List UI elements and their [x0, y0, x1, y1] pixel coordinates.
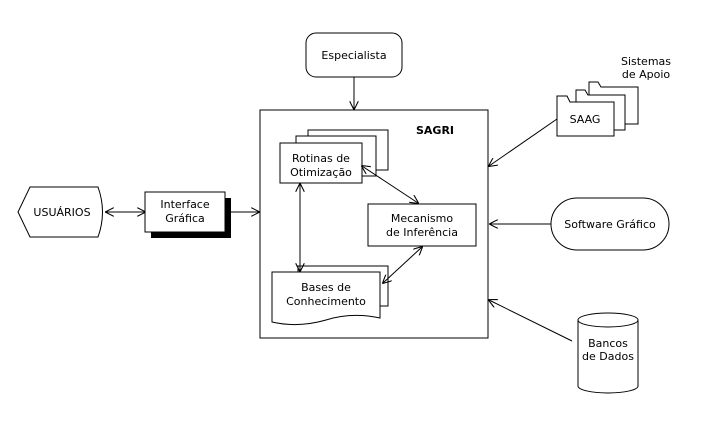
edge-bases-mecanismo [383, 247, 422, 283]
saag-stack: SAAG [556, 81, 639, 137]
interface-line2: Gráfica [165, 212, 205, 225]
bases-line1: Bases de [301, 281, 351, 294]
mecanismo-node: Mecanismo de Inferência [367, 203, 477, 247]
especialista-label: Especialista [321, 49, 386, 62]
edge-rotinas-mecanismo [362, 166, 418, 203]
saag-label: SAAG [570, 113, 601, 126]
software-grafico-label: Software Gráfico [564, 218, 656, 231]
sistemas-apoio-line2: de Apoio [622, 68, 671, 81]
rotinas-node: Rotinas de Otimização [279, 129, 389, 184]
mecanismo-line1: Mecanismo [391, 212, 454, 225]
edge-saag-sagri [489, 118, 558, 166]
bancos-line2: de Dados [582, 350, 634, 363]
sagri-label: SAGRI [416, 124, 454, 137]
bancos-de-dados-node: Bancos de Dados [577, 312, 639, 394]
usuarios-node: USUÁRIOS [17, 186, 103, 238]
bases-line2: Conhecimento [286, 295, 366, 308]
mecanismo-line2: de Inferência [386, 226, 458, 239]
software-grafico-node: Software Gráfico [550, 197, 670, 251]
interface-grafica-node: Interface Gráfica [144, 191, 231, 238]
bancos-line1: Bancos [588, 337, 628, 350]
sistemas-apoio-line1: Sistemas [621, 55, 671, 68]
especialista-node: Especialista [305, 32, 403, 78]
rotinas-line2: Otimização [290, 166, 352, 179]
usuarios-label: USUÁRIOS [33, 206, 90, 219]
edge-bancos-sagri [489, 300, 573, 342]
interface-line1: Interface [160, 198, 209, 211]
bases-node: Bases de Conhecimento [271, 265, 389, 326]
rotinas-line1: Rotinas de [292, 152, 350, 165]
